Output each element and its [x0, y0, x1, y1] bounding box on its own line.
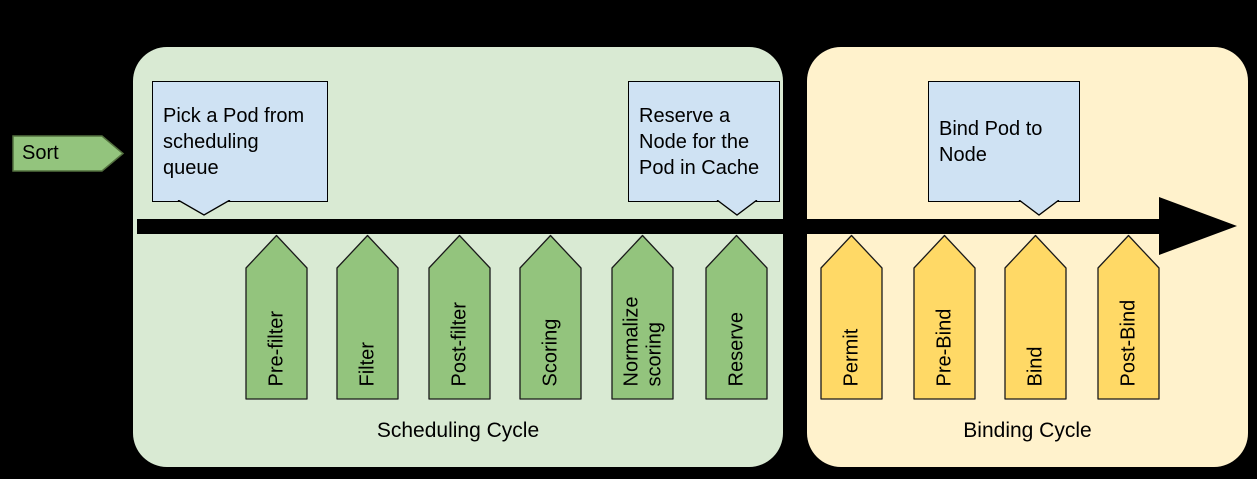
extension-point-label: Pre-filter	[265, 310, 287, 386]
chevron-up-icon	[1004, 234, 1067, 400]
callout-tail-icon	[1018, 200, 1060, 216]
chevron-up-icon	[1097, 234, 1160, 400]
extension-point-bind: Bind	[1004, 234, 1067, 400]
extension-point-filter: Filter	[336, 234, 399, 400]
chevron-up-icon	[519, 234, 582, 400]
extension-point-post-filter: Post-filter	[428, 234, 491, 400]
timeline-arrow	[137, 197, 1237, 255]
sort-label: Sort	[22, 142, 59, 164]
chevron-up-icon	[245, 234, 308, 400]
callout-tail-icon	[177, 200, 231, 216]
callout-reserve-node-text: Reserve a Node for the Pod in Cache	[639, 104, 760, 179]
scheduling-cycle-title: Scheduling Cycle	[376, 419, 540, 442]
chevron-up-icon	[611, 234, 674, 400]
callout-pick-pod-text: Pick a Pod from scheduling queue	[163, 104, 305, 179]
chevron-up-icon	[820, 234, 883, 400]
extension-point-reserve: Reserve	[705, 234, 768, 400]
callout-reserve-node: Reserve a Node for the Pod in Cache	[628, 81, 780, 216]
chevron-up-icon	[913, 234, 976, 400]
extension-point-label: Post-Bind	[1117, 299, 1139, 386]
sort-step: Sort	[12, 135, 125, 172]
chevron-up-icon	[336, 234, 399, 400]
extension-point-scoring: Scoring	[519, 234, 582, 400]
extension-point-pre-filter: Pre-filter	[245, 234, 308, 400]
chevron-up-icon	[428, 234, 491, 400]
callout-bind-pod: Bind Pod to Node	[928, 81, 1080, 216]
extension-point-normalize-scoring: Normalize scoring	[611, 234, 674, 400]
extension-point-permit: Permit	[820, 234, 883, 400]
extension-point-label: Post-filter	[448, 301, 470, 386]
callout-tail-icon	[716, 200, 758, 216]
extension-point-label: Pre-Bind	[933, 308, 955, 386]
binding-cycle-title: Binding Cycle	[963, 419, 1092, 442]
extension-point-label: Filter	[356, 341, 378, 386]
callout-pick-pod: Pick a Pod from scheduling queue	[152, 81, 328, 216]
extension-point-label: Reserve	[725, 311, 747, 386]
extension-point-label: Bind	[1024, 345, 1046, 386]
extension-point-label: Scoring	[539, 318, 561, 386]
extension-point-pre-bind: Pre-Bind	[913, 234, 976, 400]
extension-point-post-bind: Post-Bind	[1097, 234, 1160, 400]
extension-point-label: Normalize scoring	[619, 295, 665, 386]
chevron-up-icon	[705, 234, 768, 400]
callout-bind-pod-text: Bind Pod to Node	[939, 117, 1043, 166]
right-arrow-icon	[12, 135, 125, 172]
extension-point-label: Permit	[840, 328, 862, 386]
